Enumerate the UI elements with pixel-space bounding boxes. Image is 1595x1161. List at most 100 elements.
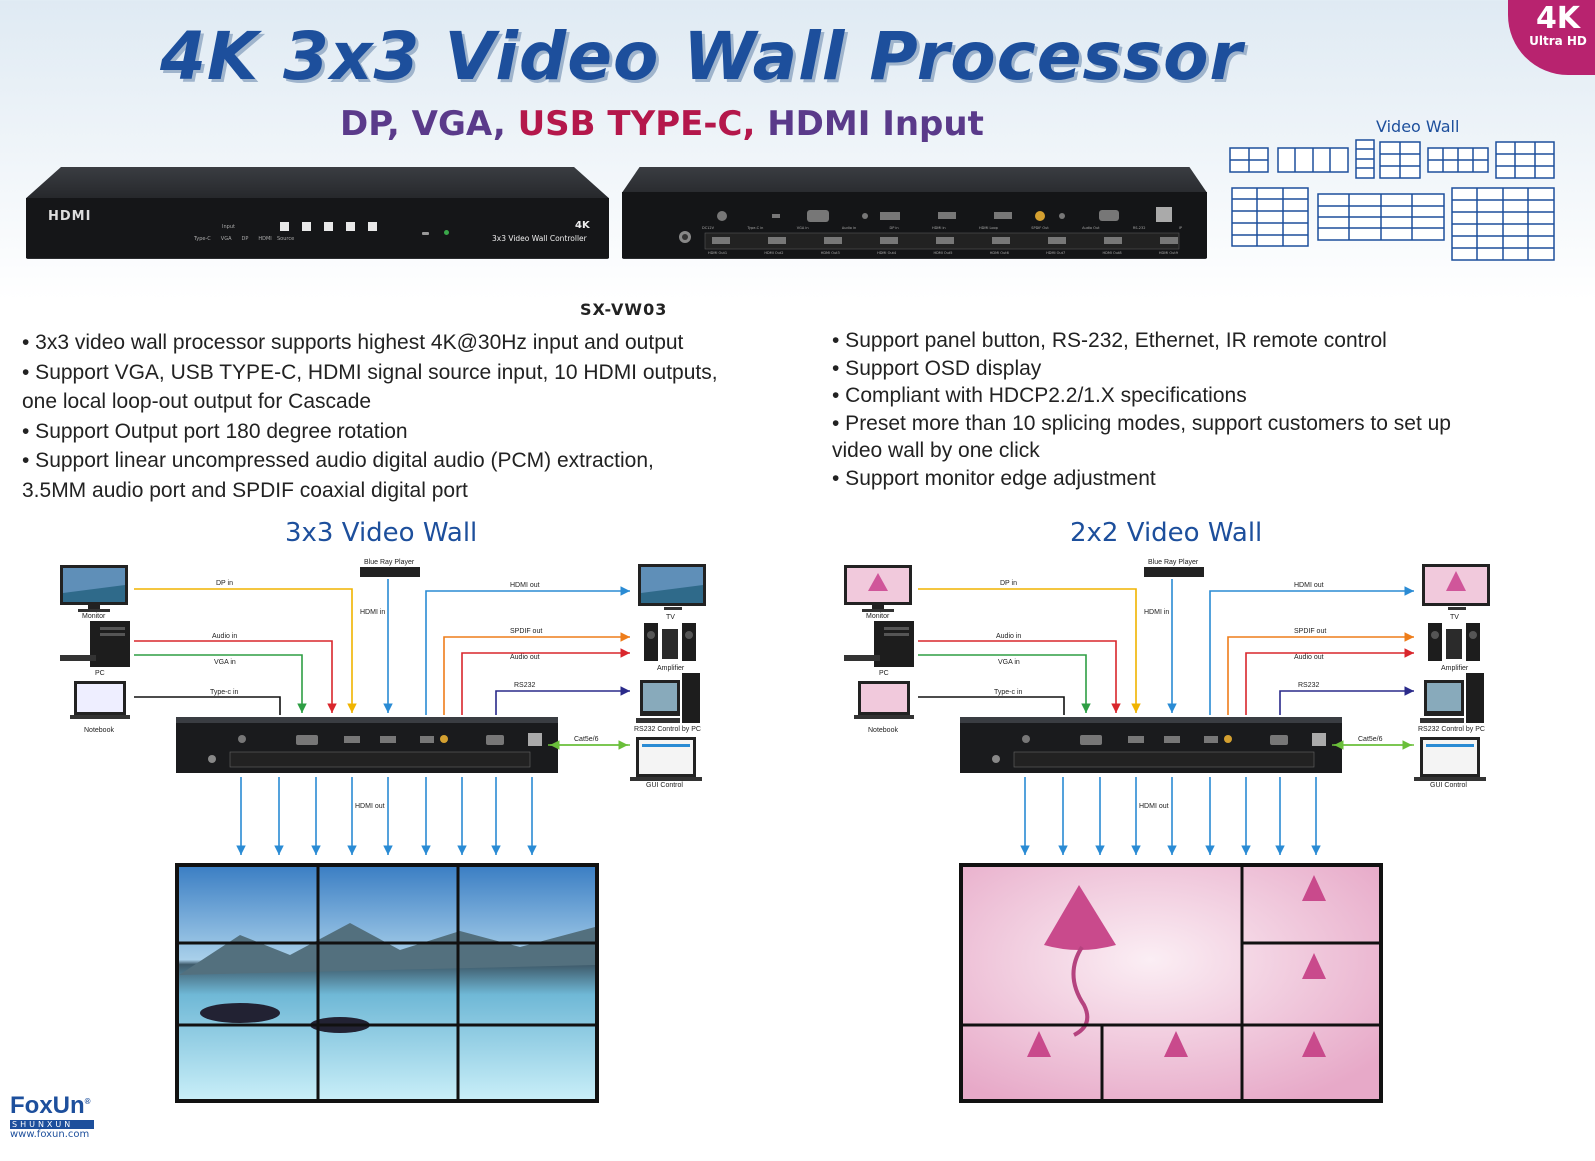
label-amplifier: Amplifier [1441,665,1469,672]
rear-hdmi-out-6: HDMI Out6 [989,251,1009,255]
pc-device-icon [844,621,914,667]
input-port-labels: Type-C VGA DP HDMI [194,236,272,242]
notebook-device-icon [854,681,914,719]
label-audio-in: Audio in [996,633,1021,640]
gui-control-laptop-icon [1414,737,1486,781]
rs232-pc-device-icon [1420,673,1484,723]
label-rs232-pc: RS232 Control by PC [1418,726,1485,733]
hdmi-logo: HDMI [48,209,92,224]
rear-port-ip: IP [1178,226,1182,230]
rear-ports-image [679,207,1180,250]
rear-port-hdmi-in: HDMI in [931,226,946,230]
connection-diagram-3x3: Monitor PC Notebook Blue Ray Player TV A… [60,559,706,1103]
label-hdmi-out: HDMI out [1139,803,1169,810]
section-heading-3x3: 3x3 Video Wall [285,518,478,548]
feature-right-5: video wall by one click [832,439,1040,462]
label-hdmi-in: HDMI in [1144,609,1169,616]
source-label: Source [277,236,295,242]
label-amplifier: Amplifier [657,665,685,672]
right-button[interactable] [368,222,377,231]
tv-device-icon [1422,564,1490,610]
pc-device-icon [60,621,130,667]
features-left: • 3x3 video wall processor supports high… [22,328,718,505]
label-typec-in: Type-c in [994,689,1023,696]
label-dp-in: DP in [216,580,233,587]
label-audio-in: Audio in [212,633,237,640]
left-button[interactable] [346,222,355,231]
feature-right-1: • Support panel button, RS-232, Ethernet… [832,329,1387,352]
feature-right-6: • Support monitor edge adjustment [832,466,1156,490]
down-button[interactable] [324,222,333,231]
connection-diagram-2x2: Monitor PC Notebook Blue Ray Player TV A… [844,559,1490,1103]
feature-left-5: • Support linear uncompressed audio digi… [22,449,654,472]
video-wall-2x2-image [959,863,1383,1103]
video-wall-3x3-image [175,863,599,1103]
rear-hdmi-out-1: HDMI Out1 [708,251,728,255]
rear-hdmi-out-8: HDMI Out8 [1102,251,1122,255]
subtitle-part3: HDMI Input [767,104,984,144]
label-audio-out: Audio out [510,654,540,661]
label-rs232-pc: RS232 Control by PC [634,726,701,733]
registered-mark: ® [84,1097,91,1106]
label-gui: GUI Control [1430,782,1467,789]
feature-left-6: 3.5MM audio port and SPDIF coaxial digit… [22,478,468,502]
label-dp-in: DP in [1000,580,1017,587]
badge-ultra-hd: Ultra HD [1529,34,1587,48]
label-spdif-out: SPDIF out [1294,628,1326,635]
subtitle-part2: USB TYPE-C, [517,104,768,144]
label-tv: TV [1450,614,1459,621]
rear-hdmi-out-2: HDMI Out2 [764,251,784,255]
label-pc: PC [95,670,105,677]
brand-name-text: FoxUn [10,1092,85,1119]
label-bluray: Blue Ray Player [1148,559,1199,566]
label-audio-out: Audio out [1294,654,1324,661]
rear-hdmi-out-3: HDMI Out3 [820,251,840,255]
amplifier-device-icon [644,623,696,661]
label-vga-in: VGA in [998,659,1020,666]
notebook-device-icon [70,681,130,719]
label-cat: Cat5e/6 [1358,736,1383,743]
feature-left-2: • Support VGA, USB TYPE-C, HDMI signal s… [22,360,718,384]
rear-port-vga: VGA in [796,226,809,230]
rs232-pc-device-icon [636,673,700,723]
label-rs232: RS232 [1298,682,1320,689]
power-led-icon [444,230,449,235]
label-pc: PC [879,670,889,677]
processor-device-icon [960,717,1342,773]
rear-port-typec: Type-C in [747,226,764,230]
up-button[interactable] [302,222,311,231]
front-port-typec: Type-C [194,236,211,242]
label-rs232: RS232 [514,682,536,689]
subtitle-part1: DP, VGA, [340,104,518,144]
label-cat: Cat5e/6 [574,736,599,743]
rear-port-dp: DP in [889,226,899,230]
label-gui: GUI Control [646,782,683,789]
label-hdmi-out: HDMI out [355,803,385,810]
rear-panel-face: DC12V Type-C in VGA in Audio in DP in HD… [622,192,1207,258]
model-number: SX-VW03 [580,300,668,319]
label-spdif-out: SPDIF out [510,628,542,635]
foxun-logo: FoxUn® SHUNXUN www.foxun.com [10,1092,94,1140]
bluray-player-icon [360,567,420,577]
source-button[interactable] [280,222,289,231]
rear-port-spdif: SPDIF Out [1031,226,1049,230]
input-label: Input [222,224,235,230]
section-heading-2x2: 2x2 Video Wall [1070,518,1263,548]
video-wall-label: Video Wall [1376,117,1460,136]
rear-port-dc: DC12V [702,226,714,230]
front-port-dp: DP [241,236,249,242]
label-monitor: Monitor [82,613,106,620]
feature-right-2: • Support OSD display [832,356,1042,380]
tv-device-icon [638,564,706,610]
bluray-player-icon [1144,567,1204,577]
feature-left-4: • Support Output port 180 degree rotatio… [22,419,408,443]
front-port-vga: VGA [220,236,232,242]
rear-bottom-port-labels: HDMI Out1 HDMI Out2 HDMI Out3 HDMI Out4 … [708,251,1178,255]
brand-name: FoxUn® [10,1092,94,1120]
device-name: 3x3 Video Wall Controller [492,234,587,243]
label-notebook: Notebook [868,727,898,734]
monitor-device-icon [844,565,912,612]
brand-sub: SHUNXUN [10,1120,94,1129]
label-tv: TV [666,614,675,621]
monitor-device-icon [60,565,128,612]
